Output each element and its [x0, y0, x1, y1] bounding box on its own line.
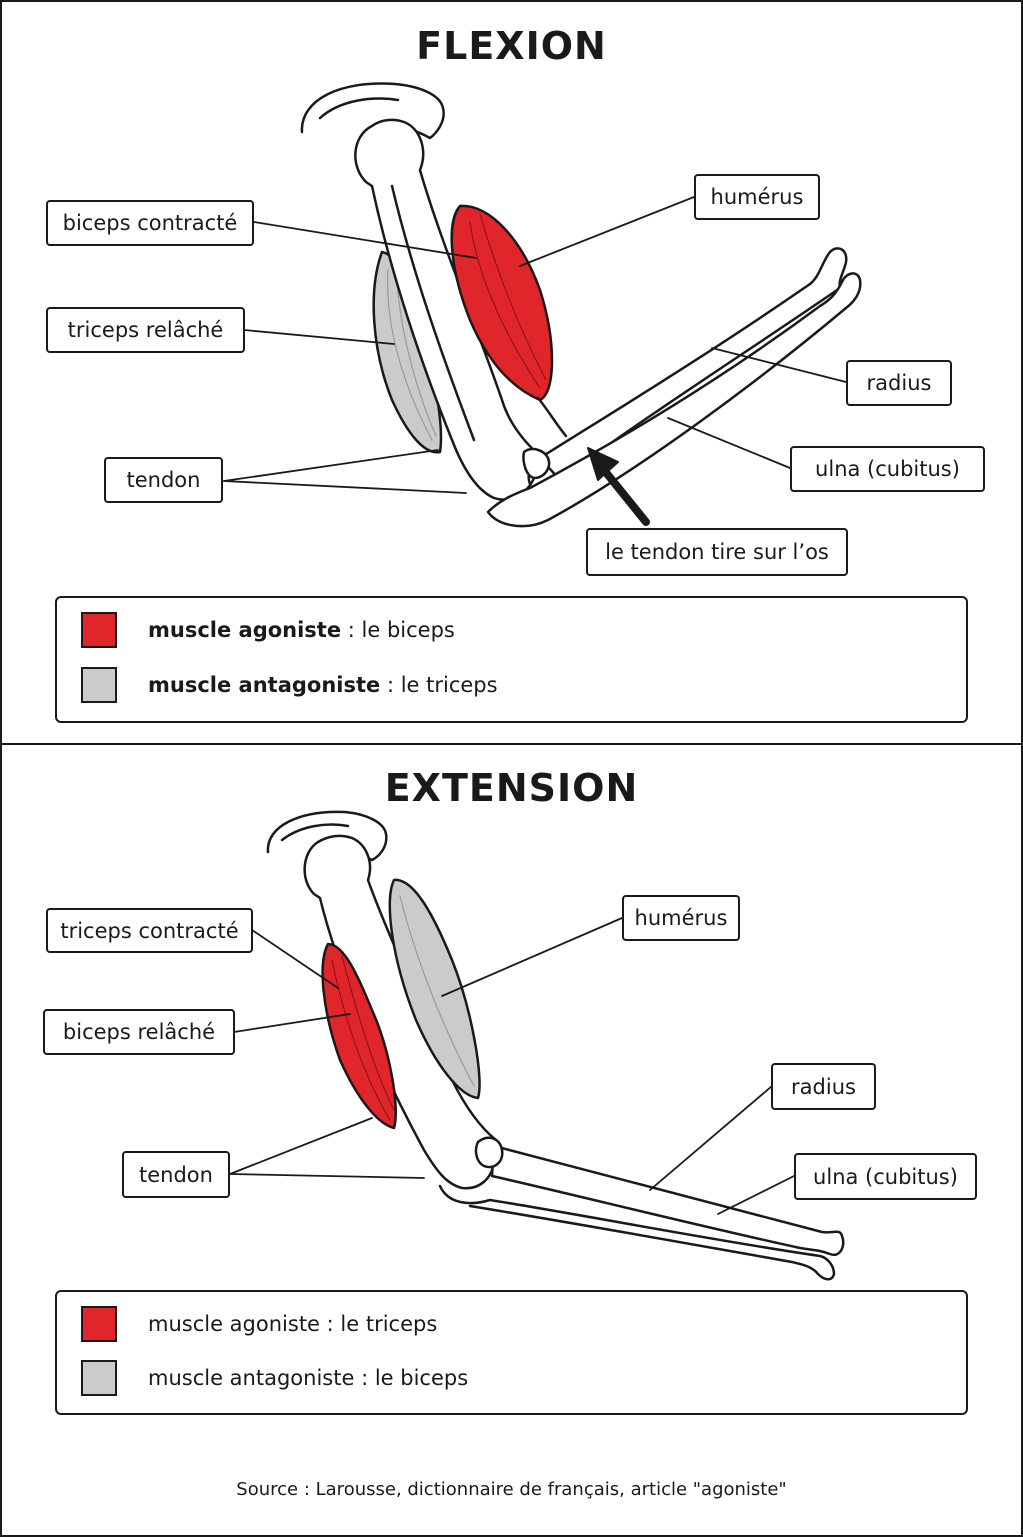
flexion-label-tendon: tendon: [104, 457, 223, 503]
extension-label-humerus: humérus: [622, 895, 740, 941]
extension-triceps-muscle: [321, 942, 397, 1130]
flexion-legend-agonist-value: : le biceps: [347, 618, 455, 642]
flexion-ulna-bone: [486, 272, 862, 528]
extension-arm: [266, 810, 845, 1281]
flexion-label-radius: radius: [846, 360, 952, 406]
flexion-label-humerus: humérus: [694, 174, 820, 220]
flexion-legend-antagonist: muscle antagoniste : le triceps: [81, 667, 498, 703]
extension-legend-agonist: muscle agoniste : le triceps: [81, 1306, 437, 1342]
flexion-label-biceps: biceps contracté: [46, 200, 254, 246]
flexion-label-ulna: ulna (cubitus): [790, 446, 985, 492]
flexion-legend-antagonist-term: muscle antagoniste: [148, 673, 381, 697]
extension-label-ulna: ulna (cubitus): [794, 1153, 977, 1200]
extension-ulna-bone: [438, 1184, 836, 1281]
extension-label-radius: radius: [771, 1063, 876, 1110]
flexion-label-triceps: triceps relâché: [46, 307, 245, 353]
antagonist-color-swatch: [81, 667, 117, 703]
agonist-color-swatch: [81, 1306, 117, 1342]
extension-legend-agonist-term: muscle agoniste: [148, 1312, 320, 1336]
flexion-legend: muscle agoniste : le biceps muscle antag…: [55, 596, 968, 723]
flexion-legend-agonist-term: muscle agoniste: [148, 618, 342, 642]
antagonist-color-swatch: [81, 1360, 117, 1396]
extension-legend-agonist-value: : le triceps: [326, 1312, 438, 1336]
section-divider: [0, 743, 1021, 745]
extension-legend-antagonist-value: : le biceps: [361, 1366, 469, 1390]
flexion-label-tendon-pull: le tendon tire sur l’os: [586, 528, 848, 576]
extension-label-biceps: biceps relâché: [43, 1009, 235, 1055]
extension-label-tendon: tendon: [122, 1151, 230, 1198]
extension-legend-antagonist: muscle antagoniste : le biceps: [81, 1360, 468, 1396]
extension-title: EXTENSION: [384, 766, 639, 810]
extension-label-triceps: triceps contracté: [46, 908, 253, 953]
source-citation: Source : Larousse, dictionnaire de franç…: [236, 1479, 787, 1500]
flexion-legend-antagonist-value: : le triceps: [386, 673, 498, 697]
flexion-legend-agonist: muscle agoniste : le biceps: [81, 612, 455, 648]
flexion-radius-bone: [538, 247, 848, 482]
extension-legend: muscle agoniste : le triceps muscle anta…: [55, 1290, 968, 1415]
extension-radius-bone: [490, 1144, 845, 1257]
extension-leader-lines: [229, 917, 795, 1215]
flexion-title: FLEXION: [416, 24, 607, 68]
flexion-pull-arrow: [600, 466, 650, 526]
extension-legend-antagonist-term: muscle antagoniste: [148, 1366, 355, 1390]
agonist-color-swatch: [81, 612, 117, 648]
flexion-arm: [300, 82, 862, 528]
extension-biceps-muscle: [388, 878, 481, 1100]
flexion-leader-lines: [223, 196, 847, 494]
